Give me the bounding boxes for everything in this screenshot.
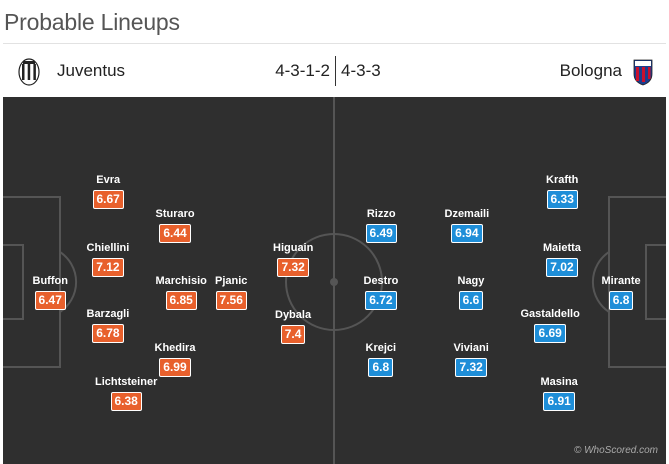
away-formation: 4-3-3 <box>341 61 381 80</box>
player-rating: 6.72 <box>365 291 397 310</box>
player-rating: 6.6 <box>458 291 484 310</box>
player-name: Marchisio <box>155 275 207 287</box>
player-rating: 7.02 <box>546 258 578 277</box>
player-name: Viviani <box>453 342 489 354</box>
player-rating: 7.32 <box>455 358 487 377</box>
home-player-chiellini[interactable]: Chiellini 7.12 <box>86 242 130 277</box>
away-player-gastaldello[interactable]: Gastaldello 6.69 <box>521 308 580 343</box>
player-rating: 6.94 <box>451 224 483 243</box>
player-rating: 6.49 <box>365 224 397 243</box>
player-rating: 6.67 <box>92 190 124 209</box>
lineup-header: Juventus 4-3-1-2 4-3-3 Bologna <box>3 43 666 98</box>
home-player-sturaro[interactable]: Sturaro 6.44 <box>156 208 195 243</box>
player-name: Mirante <box>601 275 641 287</box>
player-rating: 6.78 <box>92 324 124 343</box>
player-name: Chiellini <box>86 242 130 254</box>
player-name: Gastaldello <box>520 308 580 320</box>
away-player-dzemaili[interactable]: Dzemaili 6.94 <box>444 208 490 243</box>
player-name: Maietta <box>543 242 581 254</box>
player-rating: 6.99 <box>159 358 191 377</box>
player-name: Dzemaili <box>444 208 490 220</box>
player-name: Barzagli <box>86 308 130 320</box>
player-name: Destro <box>363 275 399 287</box>
player-name: Khedira <box>154 342 196 354</box>
player-name: Nagy <box>457 275 485 287</box>
player-rating: 6.85 <box>165 291 197 310</box>
player-rating: 7.4 <box>280 325 306 344</box>
player-rating: 7.56 <box>215 291 247 310</box>
player-rating: 6.91 <box>543 392 575 411</box>
home-player-khedira[interactable]: Khedira 6.99 <box>154 342 196 377</box>
player-rating: 6.47 <box>34 291 66 310</box>
away-player-mirante[interactable]: Mirante 6.8 <box>602 275 641 310</box>
player-name: Rizzo <box>366 208 396 220</box>
away-player-maietta[interactable]: Maietta 7.02 <box>543 242 581 277</box>
player-name: Buffon <box>32 275 68 287</box>
away-player-krafth[interactable]: Krafth 6.33 <box>546 174 578 209</box>
away-player-krejci[interactable]: Krejci 6.8 <box>365 342 397 377</box>
away-team-name: Bologna <box>559 61 622 80</box>
player-name: Krejci <box>365 342 397 354</box>
player-rating: 6.8 <box>608 291 634 310</box>
player-name: Masina <box>540 376 578 388</box>
page-title: Probable Lineups <box>4 9 180 35</box>
player-rating: 6.8 <box>368 358 394 377</box>
player-rating: 6.38 <box>110 392 142 411</box>
home-player-barzagli[interactable]: Barzagli 6.78 <box>86 308 130 343</box>
player-name: Sturaro <box>155 208 195 220</box>
player-name: Dybala <box>275 309 312 321</box>
home-player-lichtsteiner[interactable]: Lichtsteiner 6.38 <box>95 376 157 411</box>
home-player-buffon[interactable]: Buffon 6.47 <box>33 275 68 310</box>
home-player-pjanic[interactable]: Pjanic 7.56 <box>215 275 247 310</box>
player-rating: 6.33 <box>546 190 578 209</box>
home-player-dybala[interactable]: Dybala 7.4 <box>275 309 311 344</box>
player-rating: 7.32 <box>277 258 309 277</box>
home-player-marchisio[interactable]: Marchisio 6.85 <box>156 275 207 310</box>
away-player-destro[interactable]: Destro 6.72 <box>363 275 399 310</box>
player-name: Evra <box>96 174 121 186</box>
player-name: Lichtsteiner <box>95 376 158 388</box>
player-name: Higuain <box>273 242 314 254</box>
away-player-rizzo[interactable]: Rizzo 6.49 <box>365 208 397 243</box>
away-player-masina[interactable]: Masina 6.91 <box>541 376 578 411</box>
whoscored-credit: © WhoScored.com <box>573 445 658 456</box>
juventus-crest-icon <box>18 58 40 86</box>
home-formation: 4-3-1-2 <box>275 61 330 80</box>
home-team-name: Juventus <box>57 61 126 80</box>
formation-divider <box>335 56 336 86</box>
home-player-higuain[interactable]: Higuain 7.32 <box>273 242 313 277</box>
pitch-markings <box>3 97 666 464</box>
away-player-viviani[interactable]: Viviani 7.32 <box>454 342 489 377</box>
away-player-nagy[interactable]: Nagy 6.6 <box>457 275 485 310</box>
player-name: Krafth <box>546 174 579 186</box>
player-rating: 6.44 <box>159 224 191 243</box>
player-name: Pjanic <box>215 275 248 287</box>
bologna-crest-icon <box>633 59 653 86</box>
player-rating: 7.12 <box>92 258 124 277</box>
home-player-evra[interactable]: Evra 6.67 <box>92 174 124 209</box>
player-rating: 6.69 <box>534 324 566 343</box>
